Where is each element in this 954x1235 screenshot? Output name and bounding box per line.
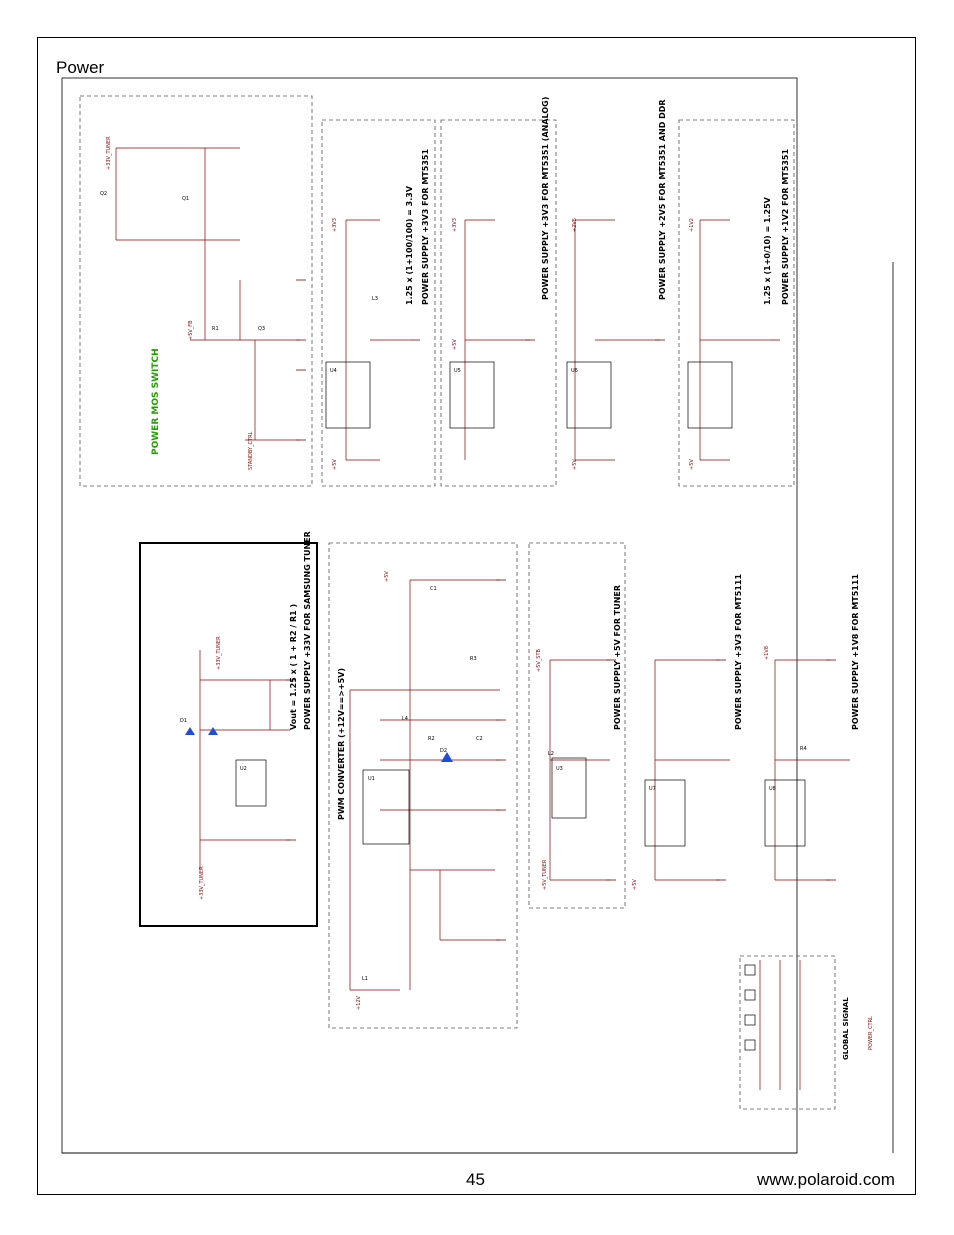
- ref-c1: C1: [430, 586, 437, 592]
- net-label-5v-a: +5V: [332, 459, 338, 470]
- mt5351-33-formula: 1.25 x (1+100/100) = 3.3V: [405, 185, 414, 305]
- mos-switch-title: POWER MOS SWITCH: [151, 348, 161, 455]
- net-label-3v3-a: +3V3: [332, 218, 338, 232]
- page-frame: [37, 37, 916, 1195]
- ref-u2: U2: [240, 766, 247, 772]
- ref-r1: R1: [212, 326, 219, 332]
- mt5351-ddr-title: POWER SUPPLY +2V5 FOR MT5351 AND DDR: [658, 99, 667, 300]
- pwm-title: PWM CONVERTER (+12V==>+5V): [337, 668, 346, 820]
- ref-c2: C2: [476, 736, 483, 742]
- ref-q2: Q2: [100, 191, 107, 197]
- net-label-3v3-b: +3V3: [452, 218, 458, 232]
- net-label-v33-tuner-out: +33V_TUNER: [216, 636, 222, 670]
- ground-symbols: [286, 279, 836, 941]
- net-label-5v-e: +5V: [632, 879, 638, 890]
- net-labels: +33V_TUNER +5V_FB STANDBY_CTRL +3V3 +5V …: [106, 136, 874, 1050]
- site-url: www.polaroid.com: [757, 1170, 895, 1189]
- net-label-5v-b: +5V: [452, 339, 458, 350]
- ref-l3: L3: [372, 296, 378, 302]
- tuner-33v-box: [139, 542, 318, 927]
- diode-symbols: [185, 727, 453, 762]
- ref-u8: U8: [769, 786, 776, 792]
- net-label-5v-tuner: +5V_TUNER: [542, 859, 548, 890]
- sheet-border: [61, 77, 894, 1154]
- ref-d2: D2: [440, 748, 447, 754]
- net-label-standby: STANDBY_CTRL: [248, 431, 254, 470]
- ref-r4: R4: [800, 746, 807, 752]
- components: [235, 361, 806, 1051]
- ref-r3: R3: [470, 656, 477, 662]
- mt5111-33-title: POWER SUPPLY +3V3 FOR MT5111: [734, 574, 743, 730]
- tuner-33v-title: POWER SUPPLY +33V FOR SAMSUNG TUNER: [303, 531, 312, 730]
- ref-l2: L2: [548, 751, 554, 757]
- ref-q3: Q3: [258, 326, 265, 332]
- mt5111-18-title: POWER SUPPLY +1V8 FOR MT5111: [851, 574, 860, 730]
- net-label-5v-stb: +5V_STB: [536, 648, 542, 672]
- net-label-2v5: +2V5: [572, 218, 578, 232]
- ref-l4: L4: [402, 716, 408, 722]
- wiring: [115, 147, 850, 1090]
- ref-l1: L1: [362, 976, 368, 982]
- net-label-12v: +12V: [356, 995, 362, 1010]
- net-label-5v-pwm: +5V: [384, 571, 390, 582]
- tuner-5v-title: POWER SUPPLY +5V FOR TUNER: [613, 585, 622, 730]
- net-label-33v-tuner-b: +33V_TUNER: [199, 866, 205, 900]
- ref-r2: R2: [428, 736, 435, 742]
- mt5351-33-title: POWER SUPPLY +3V3 FOR MT5351: [421, 149, 430, 305]
- section-boxes: [79, 95, 836, 1110]
- ref-u7: U7: [649, 786, 656, 792]
- net-label-1v2: +1V2: [689, 218, 695, 232]
- page-heading: Power: [56, 58, 105, 77]
- ref-d1: D1: [180, 718, 187, 724]
- ref-designators: Q1 Q2 Q3 U1 U2 U3 U4 U5 U6 U7 U8 L1 L2 L…: [100, 191, 807, 982]
- net-label-5v-fb: +5V_FB: [188, 320, 194, 340]
- net-label-5v-c: +5V: [572, 459, 578, 470]
- tuner-33v-formula: Vout = 1.25 x ( 1 + R2 / R1 ): [289, 604, 298, 730]
- ref-u4: U4: [330, 368, 337, 374]
- global-signal-title: GLOBAL SIGNAL: [842, 997, 850, 1060]
- mt5351-analog-title: POWER SUPPLY +3V3 FOR MT5351 (ANALOG): [541, 97, 550, 300]
- mt5351-12-title: POWER SUPPLY +1V2 FOR MT5351: [781, 149, 790, 305]
- ref-u6: U6: [571, 368, 578, 374]
- ref-u5: U5: [454, 368, 461, 374]
- ref-u3: U3: [556, 766, 563, 772]
- net-label-33v-tuner: +33V_TUNER: [106, 136, 112, 170]
- ref-q1: Q1: [182, 196, 189, 202]
- net-label-power-ctrl: POWER_CTRL: [868, 1016, 874, 1050]
- mt5351-12-formula: 1.25 x (1+0/10) = 1.25V: [763, 196, 772, 305]
- page-number: 45: [466, 1170, 485, 1189]
- net-label-1v8: +1V8: [764, 646, 770, 660]
- net-label-5v-d: +5V: [689, 459, 695, 470]
- ref-u1: U1: [368, 776, 375, 782]
